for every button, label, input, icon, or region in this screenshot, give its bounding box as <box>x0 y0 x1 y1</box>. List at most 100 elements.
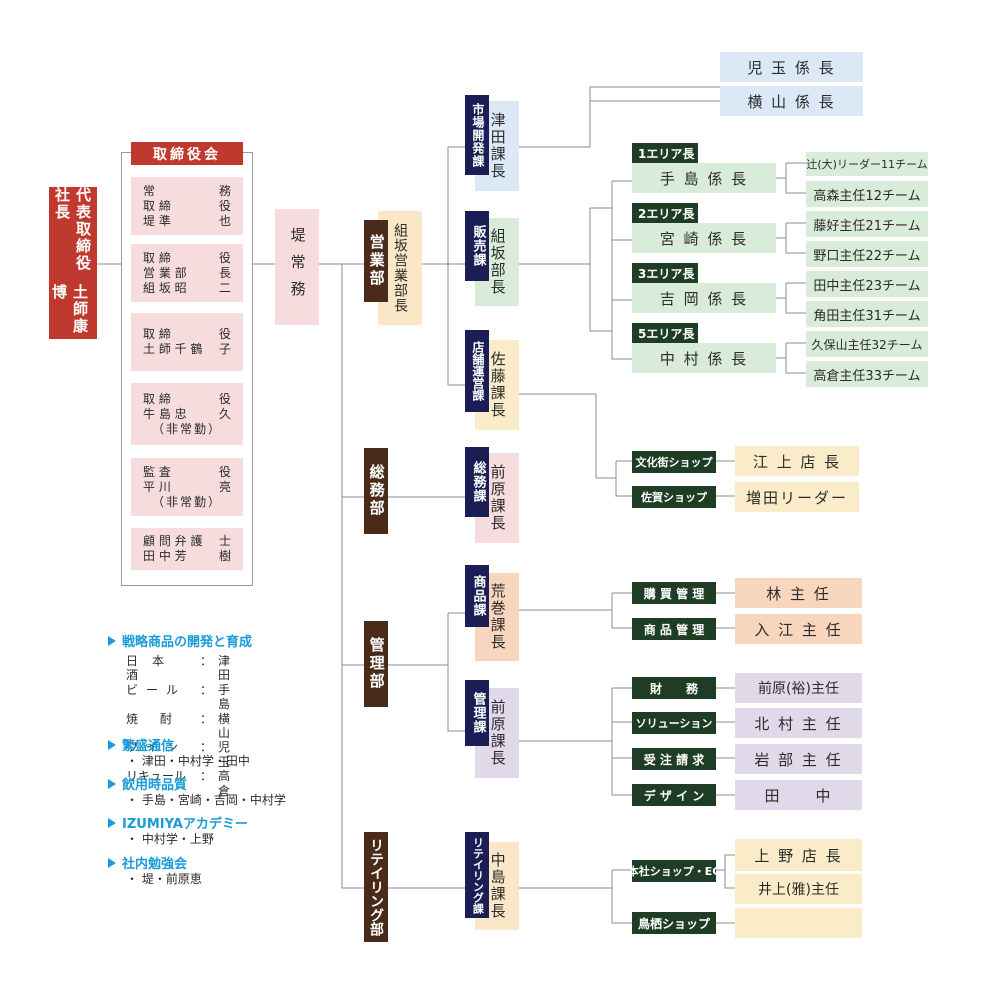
bm2-l1a: 取 締 <box>143 250 171 265</box>
legend-hanjo-text: ・ 津田・中村学・田中 <box>126 754 250 768</box>
shijo-staff-2: 横 山 係 長 <box>720 86 863 116</box>
triangle-bullet-icon <box>108 635 116 646</box>
legend-academy-title: IZUMIYAアカデミー <box>122 817 248 832</box>
shohin-person-kobai: 林 主 任 <box>735 578 862 608</box>
sec-kanri: 管理課 <box>465 680 489 746</box>
kanri-tag-juchu: 受 注 請 求 <box>632 748 716 770</box>
legend-v3: 横山 <box>218 711 253 740</box>
shop-person-bunkagai: 江 上 店 長 <box>735 446 859 476</box>
bm1-l3a: 堤 準 <box>143 213 171 228</box>
legend-strategy-title: 戦略商品の開発と育成 <box>122 635 253 650</box>
legend-quality-text: ・ 手島・宮崎・吉岡・中村学 <box>126 793 286 807</box>
area-tag-1: 1エリア長 <box>632 143 698 163</box>
legend-row-2: ビール：手島 <box>126 683 276 712</box>
area-tag-3: 3エリア長 <box>632 263 698 283</box>
legend-v5: 高倉 <box>218 769 253 798</box>
legend-strategy: 戦略商品の開発と育成 日本酒：津田 ビール：手島 焼酎：横山 ワイン：児玉 リキ… <box>108 631 276 798</box>
bm3-l1b: 役 <box>218 327 231 341</box>
team-23: 田中主任23チーム <box>806 271 928 297</box>
bm5-l1a: 監 査 <box>143 464 171 479</box>
bm5-l1b: 役 <box>218 464 231 479</box>
bm6-l1b: 士 <box>218 534 231 548</box>
legend-study-text: ・ 堤・前原恵 <box>126 872 202 886</box>
legend-row-4: ワイン：児玉 <box>126 740 276 769</box>
legend-hanjo: 繁盛通信 ・ 津田・中村学・田中 <box>108 735 250 768</box>
shohin-person-shohin: 入 江 主 任 <box>735 614 862 644</box>
bm3-l2a: 土 師 千 鶴 <box>143 342 203 356</box>
legend-academy: IZUMIYAアカデミー ・ 中村学・上野 <box>108 813 248 846</box>
bm4-l1b: 役 <box>218 391 231 406</box>
sec-tenpo: 店舗運営課 <box>465 330 489 412</box>
kanri-tag-design: デ ザ イ ン <box>632 784 716 806</box>
bm6-l2b: 樹 <box>218 549 231 563</box>
legend-v1: 津田 <box>218 654 253 683</box>
bm5-l2a: 平 川 <box>143 479 171 494</box>
bm2-l2a: 営 業 部 <box>143 265 187 280</box>
area-chief-5: 中 村 係 長 <box>632 343 776 373</box>
bm5-note: （非常勤） <box>151 494 222 509</box>
retail-person-ueno: 上 野 店 長 <box>735 839 862 871</box>
bm1-l2b: 役 <box>218 198 231 213</box>
legend-row-3: 焼酎：横山 <box>126 712 276 741</box>
bm1-l1a: 常 <box>143 183 156 198</box>
kanri-person-juchu: 岩 部 主 任 <box>735 744 862 774</box>
legend-k5: リキュール <box>126 769 187 784</box>
president-box: 代表取締役社長 土師康博 <box>49 187 97 339</box>
board-header: 取締役会 <box>131 142 243 165</box>
dept-eigyo: 営業部 <box>364 220 388 302</box>
dept-somu: 総務部 <box>364 448 388 534</box>
board-member-3: 取 締役 土 師 千 鶴子 <box>131 313 243 371</box>
retail-person-tosu <box>735 908 862 938</box>
area-chief-1: 手 島 係 長 <box>632 163 776 193</box>
legend-v4: 児玉 <box>218 740 253 769</box>
sec-shohin: 商品課 <box>465 565 489 627</box>
kanri-tag-solution: ソリューション <box>632 712 716 734</box>
kanri-person-zaimu: 前原(裕)主任 <box>735 673 862 703</box>
kanri-person-solution: 北 村 主 任 <box>735 708 862 738</box>
team-11: 辻(大)リーダー11チーム <box>806 152 928 176</box>
board-member-1: 常 務 取 締 役 堤 準 也 <box>131 177 243 235</box>
team-31: 角田主任31チーム <box>806 301 928 327</box>
shijo-staff-1: 児 玉 係 長 <box>720 52 863 82</box>
bm6-l2a: 田 中 芳 <box>143 549 187 563</box>
legend-k1: 日本酒 <box>126 654 179 683</box>
triangle-bullet-icon <box>108 739 116 750</box>
area-tag-5: 5エリア長 <box>632 323 698 343</box>
shohin-tag-kobai: 購 買 管 理 <box>632 582 716 604</box>
teijou-box: 堤常務 <box>275 209 319 325</box>
legend-quality: 飲用時品質 ・ 手島・宮崎・吉岡・中村学 <box>108 774 286 807</box>
sec-somu: 総務課 <box>465 447 489 517</box>
legend-k3: 焼酎 <box>126 711 195 726</box>
shop-tag-bunkagai: 文化街ショップ <box>632 451 716 473</box>
kanri-person-design: 田 中 <box>735 780 862 810</box>
bm4-l1a: 取 締 <box>143 391 171 406</box>
president-title: 代表取締役社長 <box>53 187 92 272</box>
bm1-l3b: 也 <box>218 213 231 228</box>
area-tag-2: 2エリア長 <box>632 203 698 223</box>
legend-academy-text: ・ 中村学・上野 <box>126 832 214 846</box>
board-member-5: 監 査役 平 川亮 （非常勤） <box>131 458 243 516</box>
bm1-l1b: 務 <box>218 183 231 198</box>
dept-kanri: 管理部 <box>364 621 388 707</box>
shop-tag-saga: 佐賀ショップ <box>632 486 716 508</box>
legend-quality-title: 飲用時品質 <box>122 778 188 793</box>
retail-tag-honsha: 本社ショップ・EC <box>628 860 720 882</box>
board-member-6: 顧 問 弁 護 士 田 中 芳 樹 <box>131 528 243 570</box>
board-member-4: 取 締 役 牛 島 忠 久 （非常勤） <box>131 383 243 445</box>
bm4-note: （非常勤） <box>151 421 222 436</box>
bm1-l2a: 取 締 <box>143 198 171 213</box>
bm4-l2a: 牛 島 忠 <box>143 406 187 421</box>
triangle-bullet-icon <box>108 857 116 868</box>
triangle-bullet-icon <box>108 817 116 828</box>
bm6-l1a: 顧 問 弁 護 <box>143 534 203 548</box>
legend-v2: 手島 <box>218 682 253 712</box>
bm2-l3b: 二 <box>218 280 231 295</box>
bm4-l2b: 久 <box>218 406 231 421</box>
team-33: 高倉主任33チーム <box>806 361 928 387</box>
sec-hanbai: 販売課 <box>465 211 489 281</box>
team-32: 久保山主任32チーム <box>806 331 928 357</box>
shohin-tag-shohin: 商 品 管 理 <box>632 618 716 640</box>
board-member-2: 取 締役 営 業 部長 組 坂 昭二 <box>131 244 243 302</box>
president-name: 土師康博 <box>50 283 89 335</box>
